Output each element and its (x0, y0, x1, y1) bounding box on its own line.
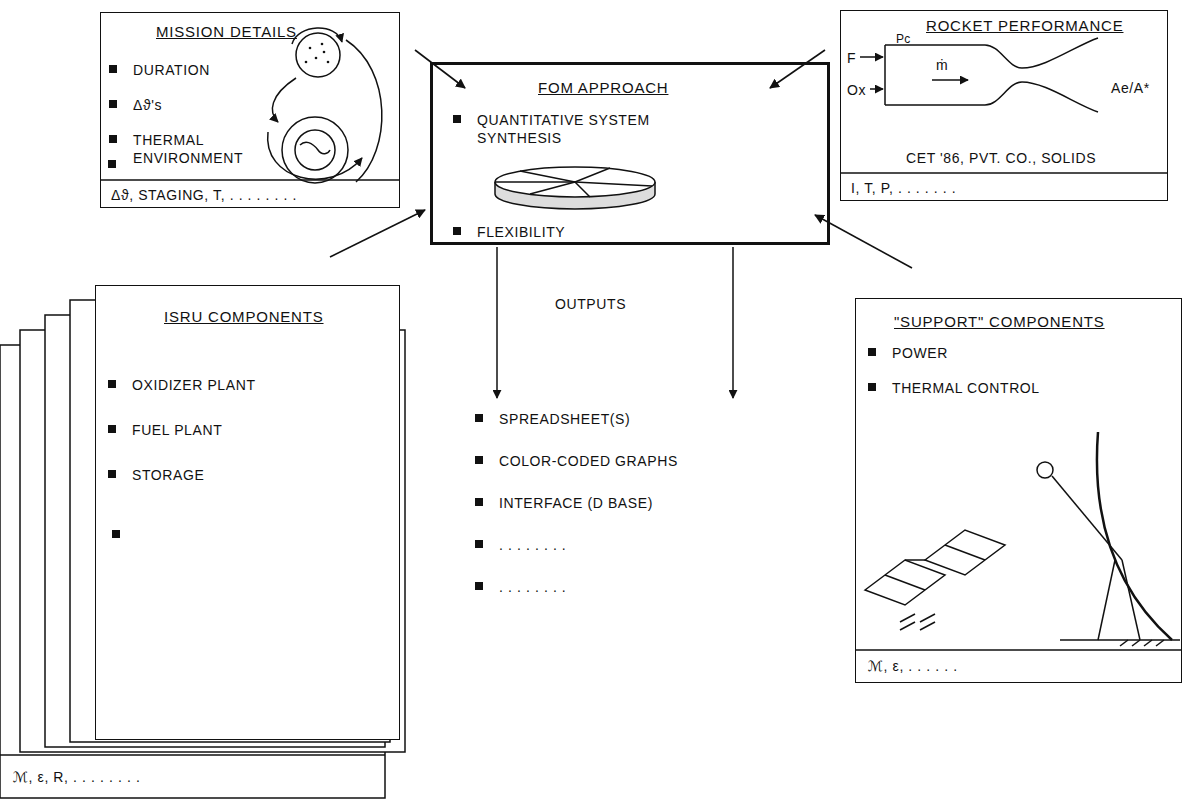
footer-rule (0, 754, 385, 756)
box-heading: ISRU COMPONENTS (164, 308, 324, 326)
connector-arrow (330, 210, 425, 257)
output-arrow (496, 247, 498, 398)
box-text: ℳ, ε, R, . . . . . . . . (13, 768, 140, 786)
box-text: OXIDIZER PLANT (108, 376, 256, 394)
pie-disk (495, 167, 655, 197)
box-text: I, T, P, . . . . . . . (851, 179, 956, 197)
box-heading: "SUPPORT" COMPONENTS (894, 313, 1105, 331)
box-text: FUEL PLANT (108, 421, 222, 439)
feed (1037, 462, 1053, 478)
thrust-chamber (885, 38, 1098, 112)
fuel-inlet (860, 56, 883, 58)
planet (296, 33, 340, 77)
orbit-path (268, 132, 362, 179)
footer-rule (855, 649, 1182, 651)
isru-box: ISRU COMPONENTS OXIDIZER PLANT FUEL PLANT S… (95, 285, 400, 740)
box-text: FLEXIBILITY (453, 223, 565, 241)
box-text: ℳ, ε, . . . . . . (868, 657, 958, 675)
connector-arrow (415, 50, 465, 88)
box-text: F (847, 49, 856, 67)
box-text: STORAGE (108, 466, 204, 484)
output-item: COLOR-CODED GRAPHS (475, 452, 678, 470)
bullet (112, 530, 120, 538)
box-text: Δϑ's (109, 96, 162, 114)
oxidizer-inlet (870, 88, 883, 90)
box-heading: ROCKET PERFORMANCE (926, 17, 1123, 35)
sheet-fill (95, 285, 400, 740)
output-item: . . . . . . . . (475, 536, 566, 554)
box-text: QUANTITATIVE SYSTEM SYNTHESIS (453, 111, 727, 147)
box-text: Δϑ, STAGING, T, . . . . . . . . (111, 186, 297, 204)
mass-flow-arrow (932, 79, 968, 81)
box-text: ṁ (936, 56, 948, 74)
box-heading: FOM APPROACH (538, 79, 668, 97)
box-text: Ae/A* (1111, 79, 1150, 97)
box-text: Pc (896, 30, 911, 48)
output-item: SPREADSHEET(S) (475, 410, 630, 428)
outputs-heading: OUTPUTS (555, 295, 626, 313)
box-text: THERMAL CONTROL (868, 379, 1040, 397)
dish (1097, 432, 1172, 640)
box-text: DURATION (109, 61, 210, 79)
box-text: THERMAL ENVIRONMENT (109, 131, 283, 167)
moon-feature (300, 142, 330, 154)
output-item: . . . . . . . . (475, 578, 566, 596)
footer-rule (840, 172, 1168, 174)
connector-arrow (770, 50, 825, 88)
output-arrow (732, 247, 734, 398)
moon (282, 117, 348, 183)
support-box: "SUPPORT" COMPONENTS POWER THERMAL CONTROL… (855, 298, 1182, 683)
box-heading: MISSION DETAILS (156, 23, 297, 41)
orbit-path (346, 40, 382, 182)
box-text: POWER (868, 344, 948, 362)
boom (1052, 476, 1122, 560)
box-text: CET '86, PVT. CO., SOLIDS (906, 149, 1096, 167)
mission-box: MISSION DETAILS DURATION Δϑ'sTHERMAL ENVIR… (100, 12, 400, 208)
solar-panel (925, 530, 1005, 575)
transfer-arc (292, 28, 342, 44)
ground (1060, 639, 1180, 641)
orbit-path (272, 78, 296, 122)
footer-rule (100, 179, 400, 181)
solar-panel (865, 560, 945, 605)
moon-disk (295, 130, 335, 170)
rocket-box: ROCKET PERFORMANCE F Ox Pc ṁAe/A* CET '86, PV… (840, 10, 1168, 201)
fom-box: FOM APPROACH QUANTITATIVE SYSTEM SYNTHESI… (430, 62, 830, 245)
box-text: Ox (847, 81, 866, 99)
output-item: INTERFACE (D BASE) (475, 494, 653, 512)
bullet (108, 160, 116, 168)
